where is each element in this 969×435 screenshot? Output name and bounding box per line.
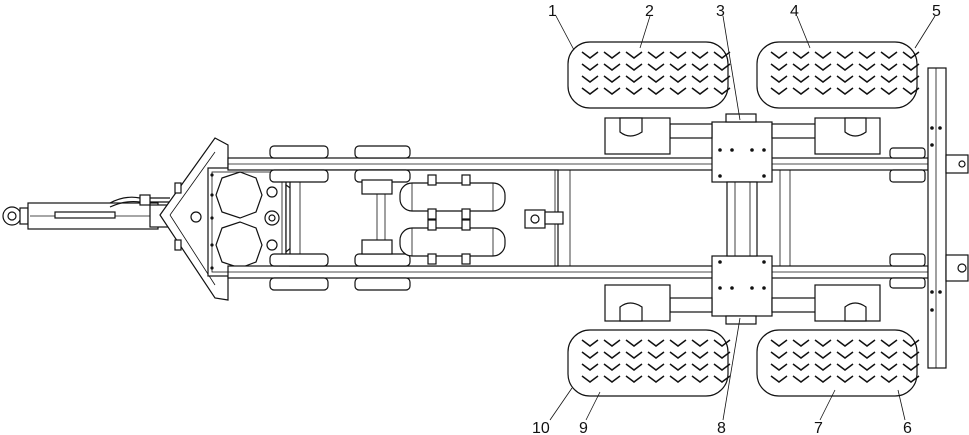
callout-10: 10 (532, 420, 550, 435)
tire-front-top (567, 41, 731, 109)
callout-2: 2 (645, 3, 654, 20)
callout-9: 9 (579, 420, 588, 435)
spring-hangers (604, 117, 881, 322)
frame-rails (227, 157, 929, 279)
callout-1: 1 (548, 3, 557, 20)
callout-4: 4 (790, 3, 799, 20)
frame-brackets (269, 145, 926, 291)
callout-5: 5 (932, 3, 941, 20)
callout-6: 6 (903, 420, 912, 435)
callout-3: 3 (716, 3, 725, 20)
tires (567, 41, 920, 397)
tire-rear-top (756, 41, 920, 109)
tire-front-bottom (567, 329, 731, 397)
axle-assembly (669, 113, 819, 325)
air-tanks (361, 174, 564, 265)
callout-7: 7 (814, 420, 823, 435)
callout-8: 8 (717, 420, 726, 435)
rear-bumper (927, 67, 969, 369)
tire-rear-bottom (756, 329, 920, 397)
callout-labels: 1 2 3 4 5 6 7 8 9 10 (532, 3, 941, 435)
drawbar (2, 194, 170, 230)
leader-lines (549, 15, 936, 421)
